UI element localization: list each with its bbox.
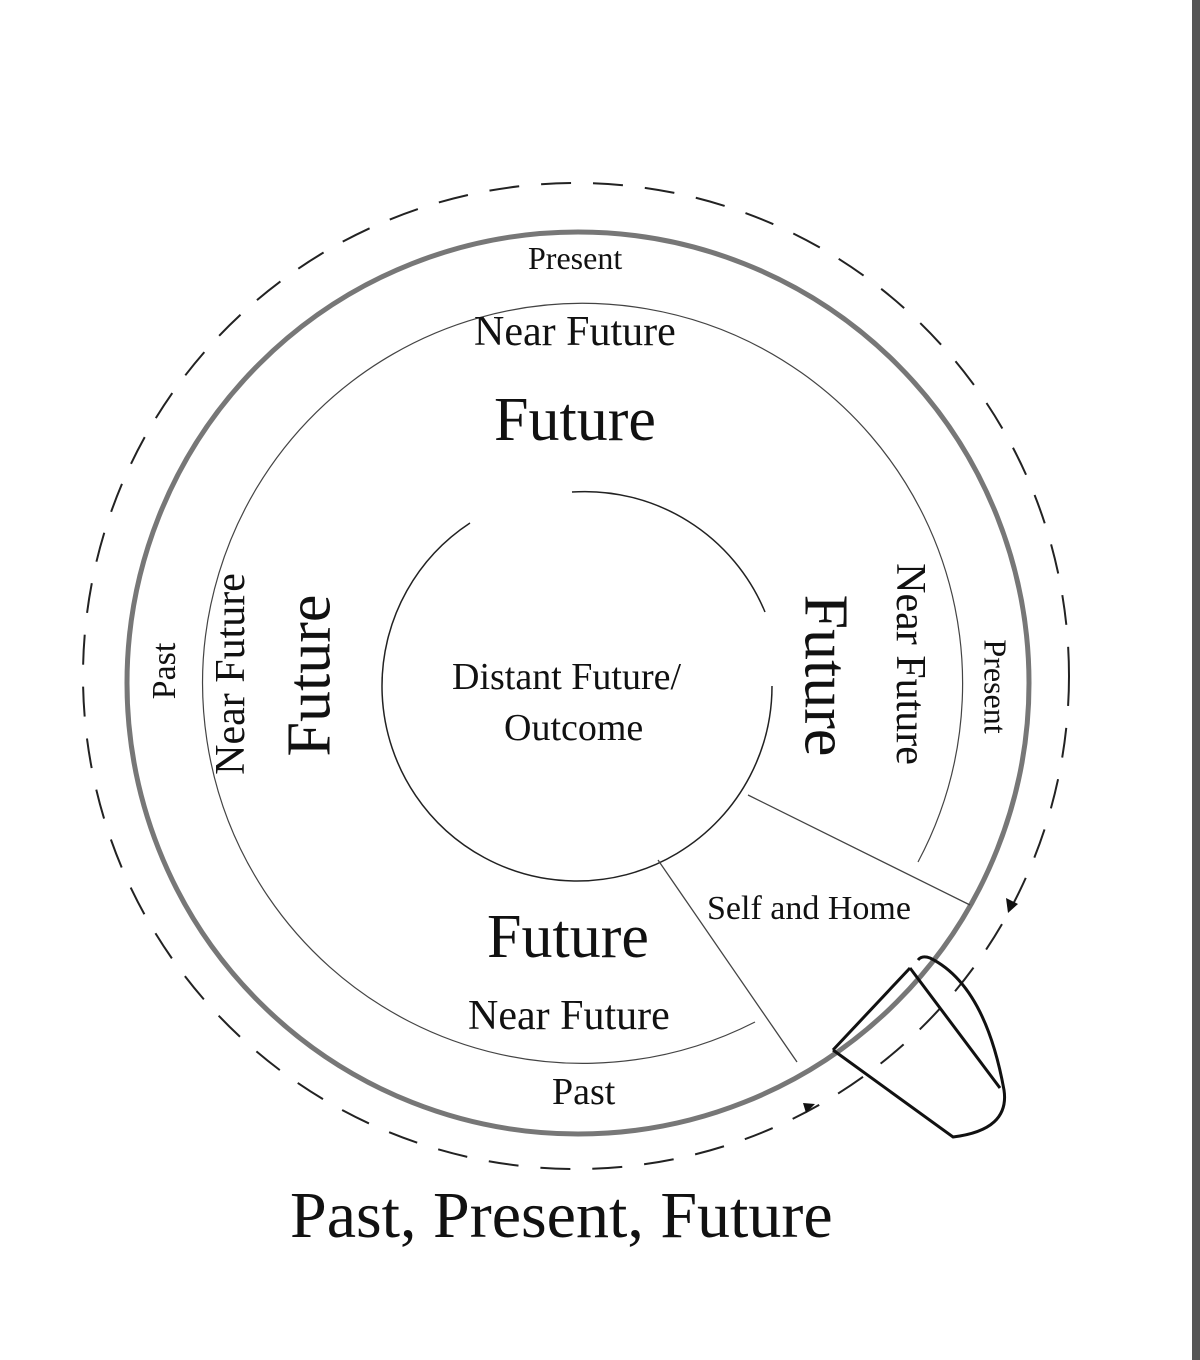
dashed-orbit-ring (82, 182, 1070, 1170)
label-center-line1: Distant Future/ (452, 656, 682, 698)
label-past-bottom: Past (552, 1071, 616, 1113)
label-future-bottom: Future (487, 903, 649, 971)
arrow-bottom-icon (803, 1103, 815, 1113)
label-near-future-left: Near Future (208, 573, 254, 775)
diagram-title: Past, Present, Future (290, 1179, 833, 1252)
divider-line (657, 859, 798, 1063)
label-near-future-top: Near Future (474, 309, 676, 355)
label-near-future-bottom: Near Future (468, 993, 670, 1039)
label-present-top: Present (528, 240, 623, 276)
label-center-line2: Outcome (504, 707, 644, 749)
label-past-left: Past (146, 642, 183, 700)
label-future-left: Future (275, 594, 344, 757)
page-edge (1192, 0, 1200, 1360)
cup-rim (124, 229, 1032, 1137)
label-present-right: Present (977, 639, 1014, 734)
center-circle-arc-top (571, 490, 766, 613)
near-future-ring (202, 302, 964, 1064)
divider-line (747, 794, 971, 906)
label-self-and-home: Self and Home (707, 890, 911, 927)
center-circle-arc (381, 522, 773, 882)
arrow-right-icon (1006, 898, 1018, 913)
label-future-right: Future (791, 594, 860, 757)
label-future-top: Future (494, 386, 656, 454)
label-near-future-right: Near Future (887, 563, 933, 765)
cup-handle (831, 955, 1007, 1139)
